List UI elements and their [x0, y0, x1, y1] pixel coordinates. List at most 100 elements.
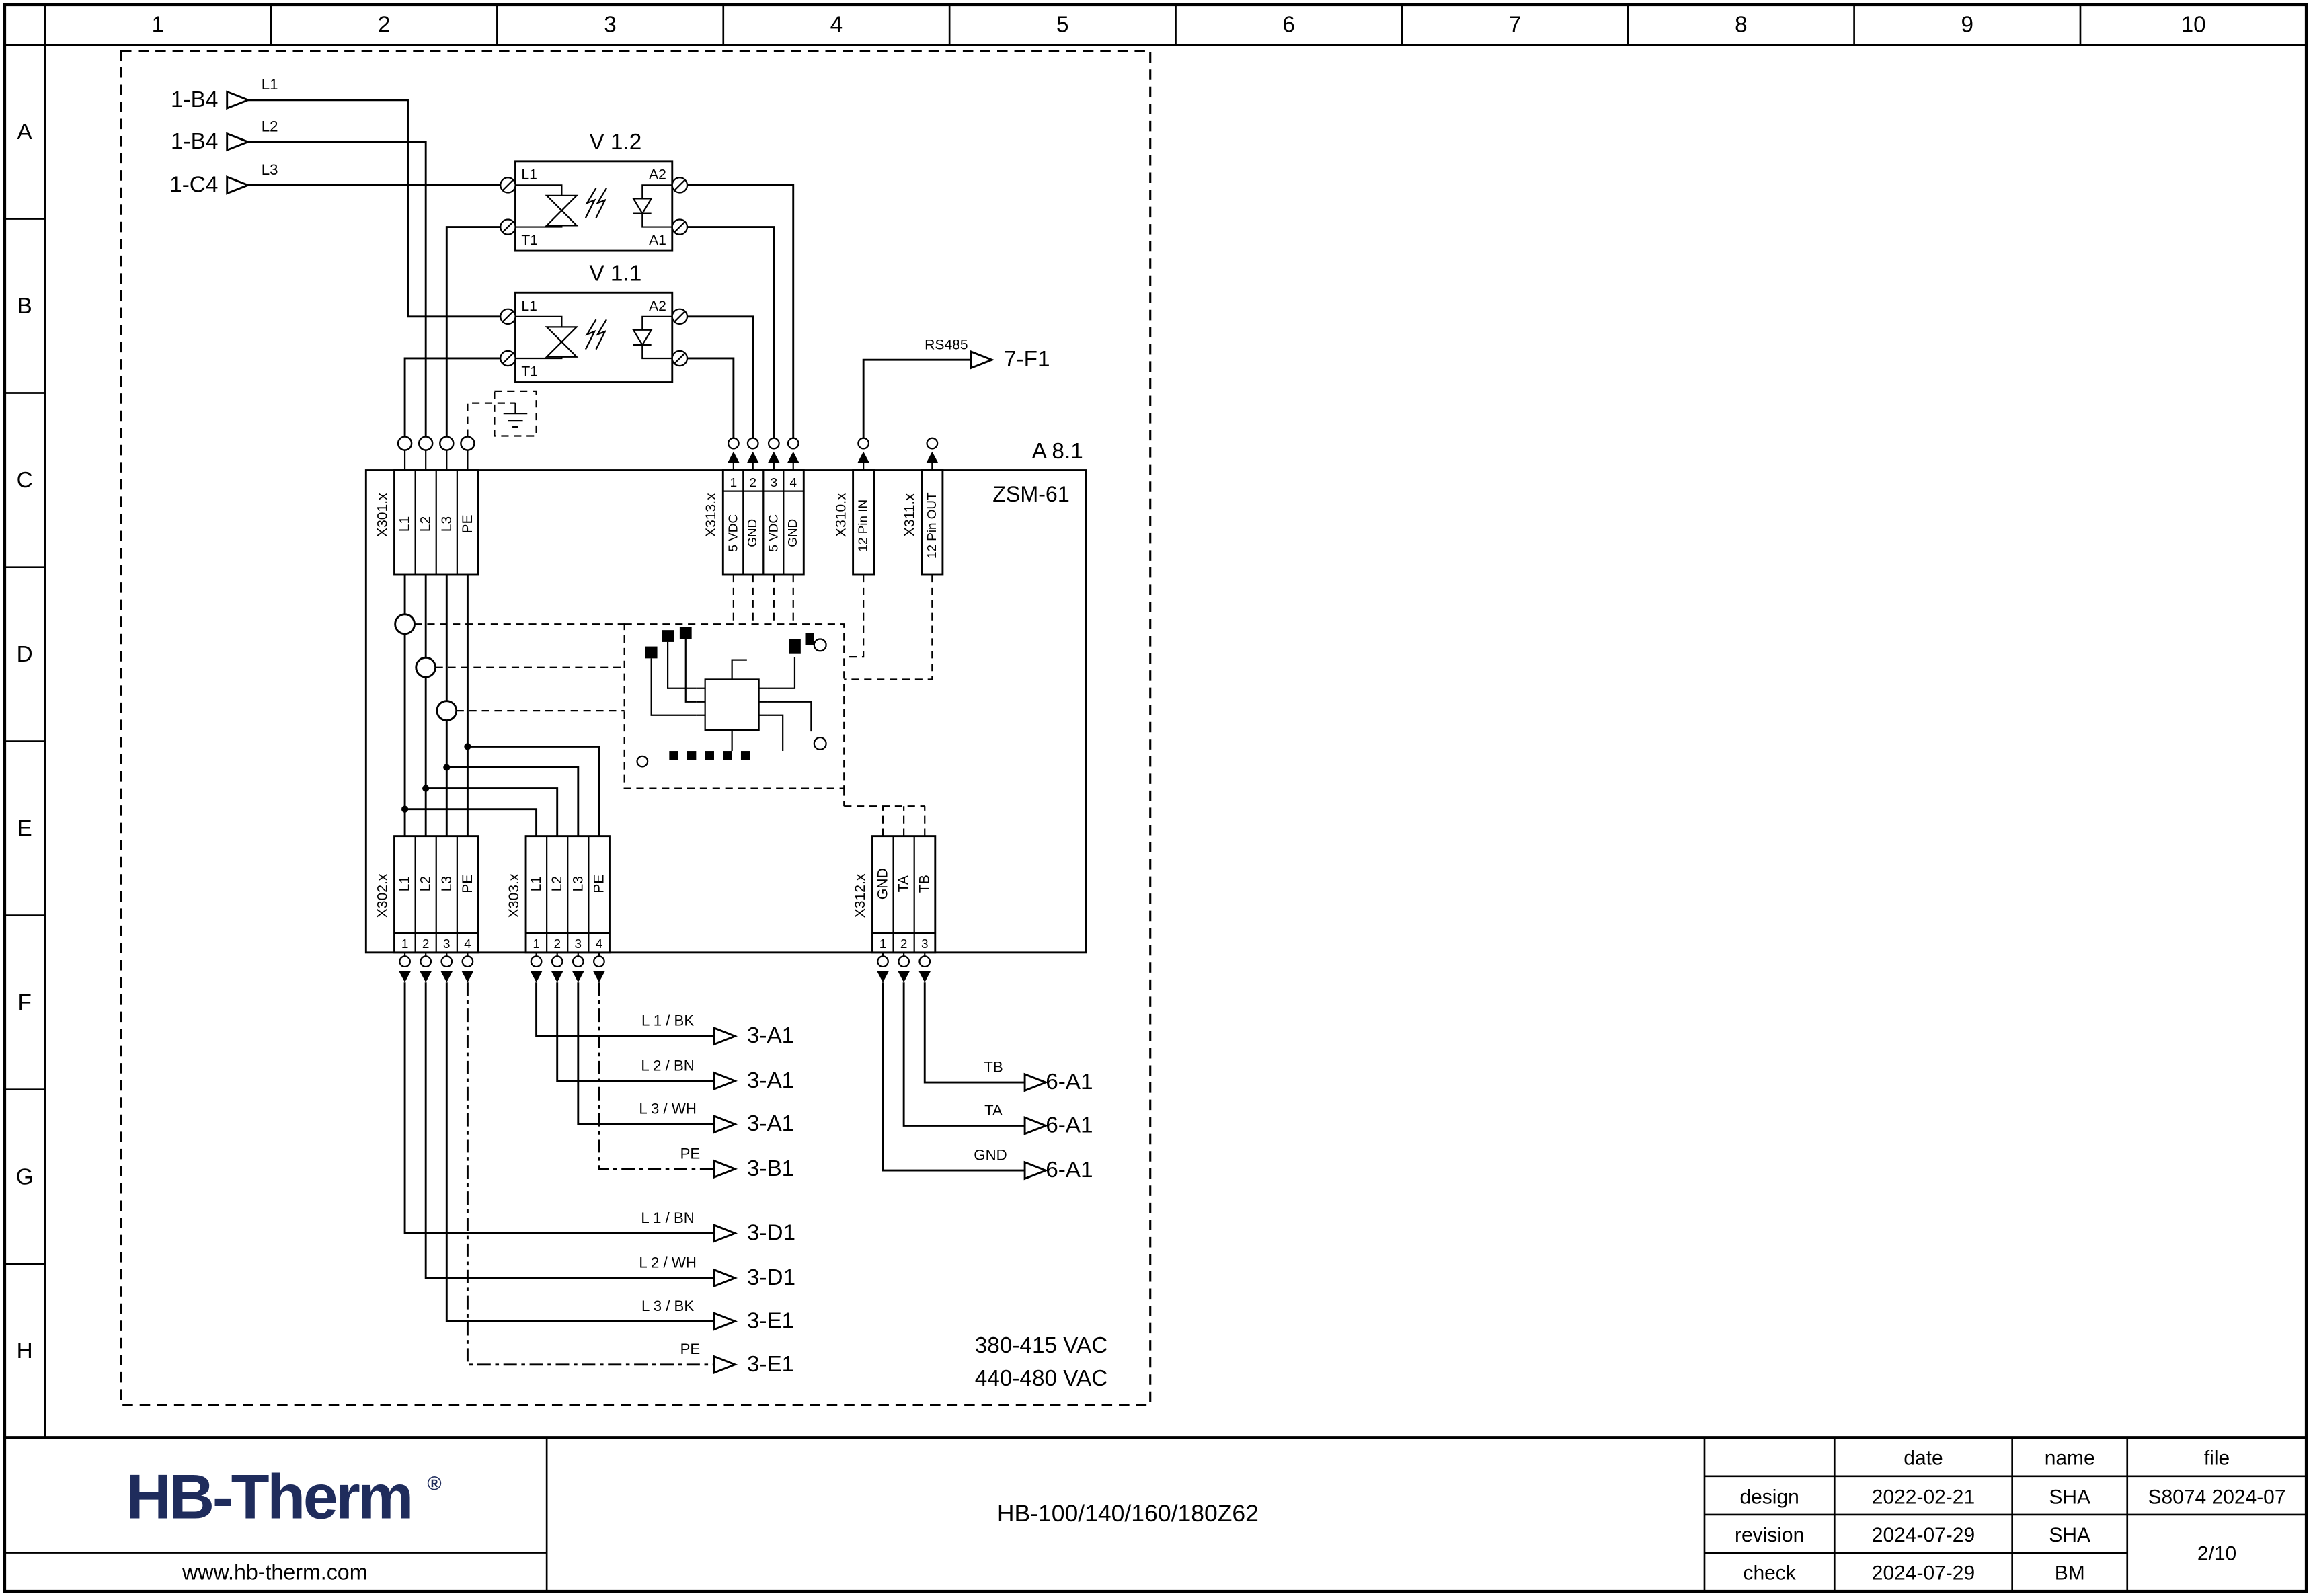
phase-label: L3 [262, 161, 278, 178]
signal-name: L1 [397, 876, 413, 891]
terminal-label: T1 [521, 364, 538, 380]
wire-label: TA [984, 1102, 1003, 1119]
output-ref: 3-A1 [747, 1111, 794, 1136]
row-letter: B [17, 294, 32, 319]
company-logo: HB-Therm [126, 1462, 412, 1532]
terminal-label: L1 [521, 298, 537, 314]
check-name: BM [2055, 1562, 2085, 1585]
wire-label: PE [680, 1145, 701, 1162]
pcb-pad [723, 751, 732, 760]
dashed-links [414, 574, 933, 836]
column-number: 7 [1509, 13, 1522, 38]
junction-dot [422, 785, 430, 792]
socket-circle [397, 436, 413, 451]
output-ref: 6-A1 [1046, 1113, 1093, 1138]
wires-x302-out [403, 982, 714, 1322]
input-ref: 1-B4 [171, 87, 218, 112]
input-references: 1-B4 1-B4 1-C4 L1 L2 L3 [169, 76, 278, 197]
measurement-tap [436, 700, 458, 721]
signal-name: GND [875, 868, 891, 900]
pin-number: 3 [443, 937, 451, 951]
column-number: 10 [2181, 13, 2206, 38]
input-ref: 1-B4 [171, 129, 218, 154]
connector-label: X301.x [375, 493, 390, 537]
output-ref: 6-A1 [1046, 1070, 1093, 1094]
output-ref: 3-A1 [747, 1068, 794, 1093]
signal-arrow-icon [226, 91, 249, 110]
connector-label: X310.x [833, 493, 849, 537]
wire-label: L 1 / BK [641, 1012, 694, 1029]
pin-in-icon [786, 437, 800, 471]
dashed-x312-links [843, 788, 926, 836]
dashed-tap-links [414, 623, 625, 712]
wires-module-bus [403, 574, 469, 836]
ssr-label: V 1.1 [589, 262, 641, 286]
pin-down-icon [918, 951, 932, 984]
pe-dashed-link [467, 402, 516, 437]
terminal-label: A2 [649, 298, 666, 314]
pcb-pad [740, 751, 750, 760]
schematic-dashed-border [120, 49, 1152, 1406]
pcb-pad [705, 751, 714, 760]
pin-in-icon [767, 437, 781, 471]
column-number: 4 [830, 13, 843, 38]
row-letter: D [17, 642, 33, 667]
document-title: HB-100/140/160/180Z62 [997, 1500, 1259, 1527]
wire-l1-in [247, 99, 501, 318]
col-header-file: file [2204, 1447, 2230, 1470]
pin-down-icon [419, 951, 433, 984]
wires [247, 99, 1025, 1366]
row-letter: E [17, 816, 32, 841]
row-label: design [1739, 1486, 1799, 1508]
signal-arrow-icon [713, 1355, 736, 1374]
measurement-tap [394, 613, 416, 635]
signal-name: L3 [439, 876, 455, 891]
pcb-ic [704, 678, 760, 731]
row-letter: C [17, 468, 33, 493]
wire-v12-t1 [445, 226, 501, 437]
pin-in-icon [857, 437, 871, 471]
pin-number: 4 [789, 476, 797, 490]
wire-label: L 3 / BK [641, 1298, 694, 1314]
pcb-dashed-frame [623, 623, 845, 789]
terminal-label: A1 [649, 233, 666, 248]
pcb-pad [669, 751, 678, 760]
pcb-hole [636, 755, 649, 768]
file-reference: S8074 2024-07 [2148, 1486, 2286, 1508]
pcb-component [789, 639, 801, 654]
pin-number: 1 [401, 937, 409, 951]
signal-name: TB [917, 875, 933, 893]
row-label: revision [1735, 1524, 1804, 1546]
col-header-name: name [2045, 1447, 2095, 1470]
column-number: 5 [1056, 13, 1069, 38]
revision-date: 2024-07-29 [1872, 1524, 1975, 1546]
junction-dot [401, 805, 409, 813]
signal-name: PE [591, 875, 606, 893]
pin-out-icon [925, 437, 939, 471]
pin-number: 2 [900, 937, 908, 951]
connector-x313: X313.x 1 2 3 4 5 VDC GND 5 VDC GND [703, 437, 805, 576]
pin-number: 2 [553, 937, 561, 951]
pcb-ic-pins [696, 687, 768, 716]
junction-dot [464, 743, 471, 750]
connector-x302: X302.x L1 L2 L3 PE 1 2 3 4 [375, 835, 479, 984]
socket-circle [418, 436, 434, 451]
signal-name: L2 [549, 876, 565, 891]
pin-number: 3 [575, 937, 582, 951]
signal-arrow-icon [713, 1160, 736, 1179]
dashed-x313-links [732, 574, 794, 625]
wires-module-branches [405, 745, 600, 836]
pcb-component [805, 633, 814, 645]
column-number: 8 [1735, 13, 1748, 38]
signal-arrow-icon [226, 132, 249, 151]
wire-label: GND [974, 1147, 1007, 1164]
column-number: 3 [604, 13, 617, 38]
pin-number: 4 [464, 937, 471, 951]
ground-enclosure [494, 390, 537, 437]
pin-down-icon [897, 951, 911, 984]
column-number: 1 [152, 13, 165, 38]
terminal-dividers [414, 470, 458, 575]
column-number: 2 [378, 13, 391, 38]
schematic: 1-B4 1-B4 1-C4 L1 L2 L3 V 1.2 L1 A2 T1 A… [120, 49, 1152, 1406]
